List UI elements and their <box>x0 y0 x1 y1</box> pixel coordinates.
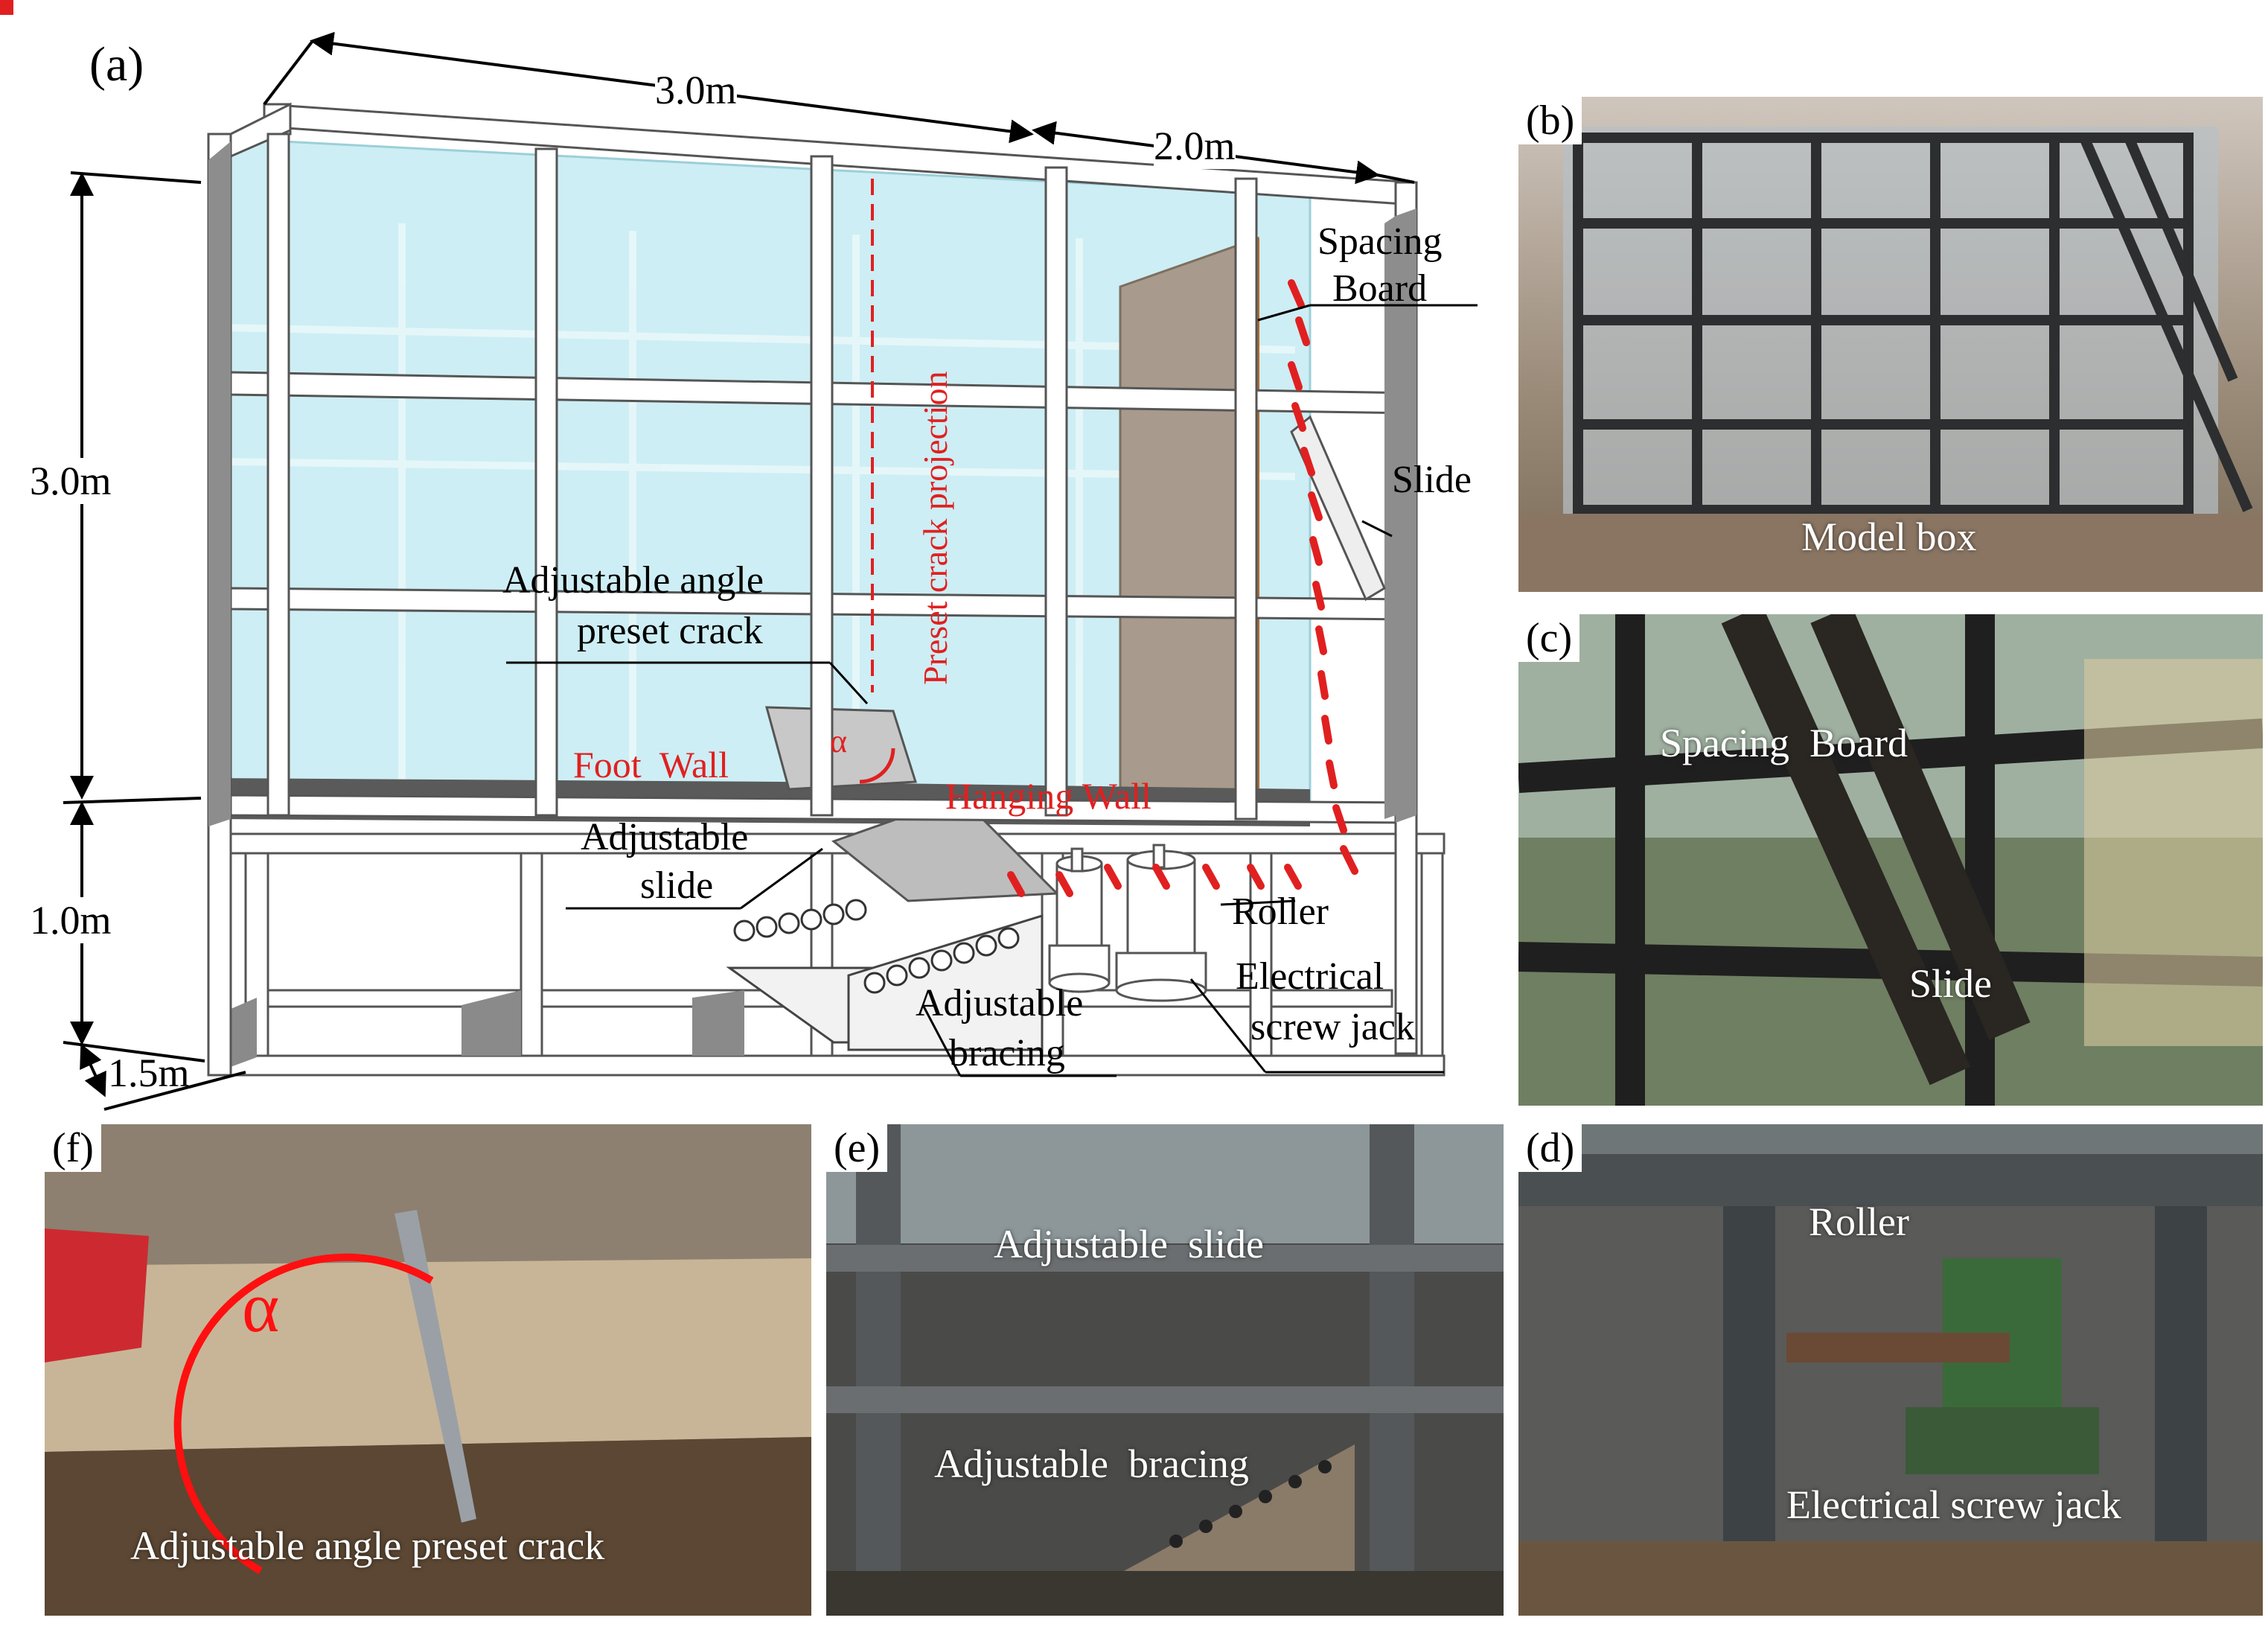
preset-crack-plate <box>765 706 918 791</box>
load-arrows-vertical <box>1288 279 1358 875</box>
panel-f-alpha: α <box>242 1267 280 1347</box>
label-electrical-1: Electrical <box>1236 955 1384 998</box>
label-roller: Roller <box>1232 890 1329 933</box>
label-hanging-wall: Hanging Wall <box>945 775 1151 817</box>
panel-c-caption-top: Spacing Board <box>1660 721 1908 765</box>
label-adjustable-angle-2: preset crack <box>577 610 763 652</box>
dim-width: 3.0m <box>655 67 737 113</box>
panel-a-label: (a) <box>89 37 144 92</box>
panel-d-label: (d) <box>1518 1124 1582 1172</box>
label-spacing-board-2: Board <box>1332 267 1428 310</box>
panel-c-label: (c) <box>1518 614 1580 662</box>
dim-height-lower: 1.0m <box>30 897 112 943</box>
adjustable-bracing <box>726 899 1044 1051</box>
panel-e-caption-bottom: Adjustable bracing <box>934 1441 1249 1486</box>
label-adjustable-bracing-2: bracing <box>949 1032 1065 1074</box>
frame-shading <box>208 141 1416 826</box>
panel-f-label: (f) <box>45 1124 101 1172</box>
photo-adjustable-slide: (e) Adjustable slide Adjustable bracing <box>826 1124 1504 1616</box>
label-spacing-board-1: Spacing <box>1317 220 1443 263</box>
leader-lines <box>506 304 1478 1077</box>
panel-e-caption-top: Adjustable slide <box>994 1222 1264 1266</box>
model-box-schematic <box>0 0 1478 1111</box>
glass-panel <box>211 136 1312 817</box>
screw-jacks <box>1048 844 1207 1002</box>
panel-d-caption-bottom: Electrical screw jack <box>1786 1482 2121 1527</box>
dim-base: 1.5m <box>108 1051 190 1095</box>
panel-b-caption: Model box <box>1801 514 1977 559</box>
label-electrical-2: screw jack <box>1250 1006 1415 1048</box>
label-foot-wall: Foot Wall <box>573 744 729 785</box>
panel-f-caption: Adjustable angle preset crack <box>130 1523 605 1568</box>
label-alpha: α <box>830 723 848 759</box>
photo-spacing-board: (c) Spacing Board Slide <box>1518 614 2263 1106</box>
photo-preset-crack: (f) α Adjustable angle preset crack <box>45 1124 811 1616</box>
label-adjustable-slide-2: slide <box>640 864 714 907</box>
photo-model-box: (b) Model box <box>1518 97 2263 592</box>
panel-b-label: (b) <box>1518 97 1582 144</box>
alpha-arc <box>859 748 895 784</box>
panel-d-caption-top: Roller <box>1809 1199 1909 1244</box>
panel-c-caption-bottom: Slide <box>1909 961 1993 1006</box>
load-arrows <box>0 0 13 15</box>
load-arrows-bottom <box>1007 864 1302 897</box>
dim-height-upper: 3.0m <box>30 458 112 504</box>
label-adjustable-bracing-1: Adjustable <box>916 982 1084 1024</box>
panel-e-label: (e) <box>826 1124 888 1172</box>
label-adjustable-slide-1: Adjustable <box>581 816 749 858</box>
dim-depth: 2.0m <box>1154 123 1236 169</box>
label-adjustable-angle-1: Adjustable angle <box>502 559 764 602</box>
photo-screw-jack: (d) Roller Electrical screw jack <box>1518 1124 2263 1616</box>
label-preset-crack-projection: Preset crack projection <box>916 371 954 685</box>
label-slide: Slide <box>1392 459 1472 501</box>
